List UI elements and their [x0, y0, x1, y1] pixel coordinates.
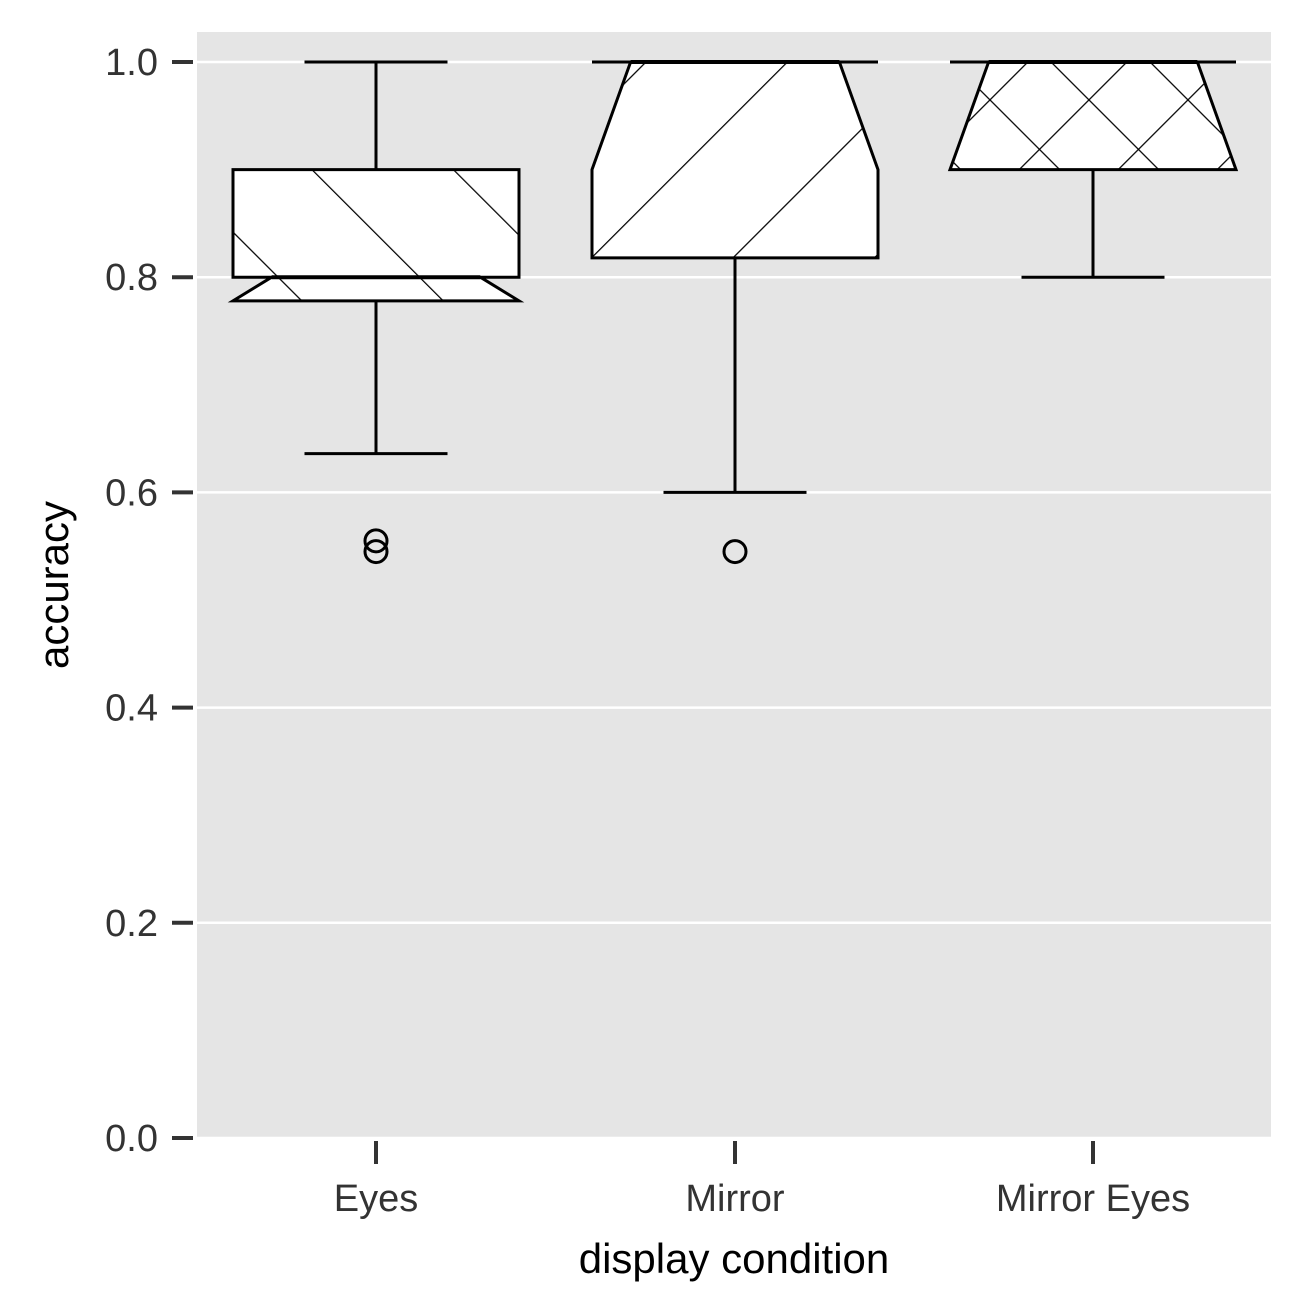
- box-mirror-eyes: [947, 60, 1239, 279]
- outlier-point: [363, 528, 389, 554]
- x-tick-label: Eyes: [334, 1178, 418, 1220]
- x-tick-label: Mirror Eyes: [996, 1178, 1190, 1220]
- x-axis-title: display condition: [579, 1235, 890, 1282]
- y-tick-label: 0.2: [105, 903, 158, 945]
- box-eyes: [227, 60, 525, 565]
- y-axis-title: accuracy: [30, 501, 77, 669]
- outlier-point: [363, 539, 389, 565]
- box-outline: [947, 60, 1239, 172]
- y-tick-label: 0.4: [105, 688, 158, 730]
- y-tick-label: 0.0: [105, 1118, 158, 1160]
- box-outline: [590, 60, 880, 260]
- y-tick-label: 0.8: [105, 257, 158, 299]
- boxes: [227, 60, 1239, 565]
- y-tick-label: 1.0: [105, 42, 158, 84]
- y-tick-label: 0.6: [105, 472, 158, 514]
- box-mirror: [590, 60, 880, 565]
- outlier-point: [722, 539, 748, 565]
- box-outline: [227, 168, 525, 303]
- x-tick-label: Mirror: [685, 1178, 785, 1220]
